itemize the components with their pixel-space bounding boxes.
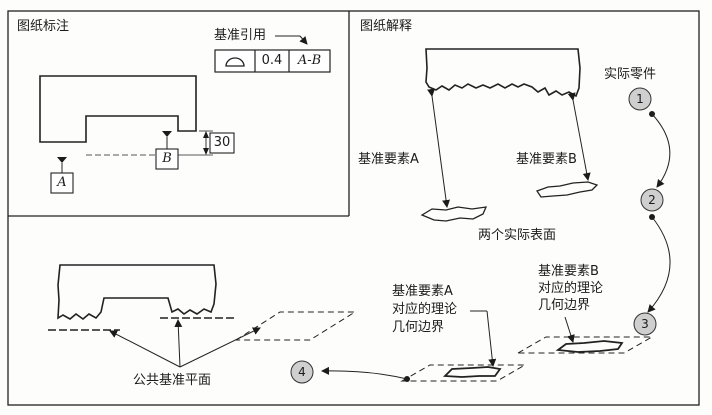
theoretical-b-line1: 基准要素B bbox=[538, 264, 599, 279]
flow-2-to-3 bbox=[647, 216, 671, 313]
step-4-number: 4 bbox=[298, 365, 306, 379]
datum-a-symbol bbox=[50, 157, 74, 194]
theoretical-boundary-a bbox=[400, 364, 527, 382]
step-3-circle bbox=[633, 312, 657, 336]
theoretical-b-line2: 对应的理论 bbox=[538, 281, 604, 296]
actual-surface-a bbox=[420, 206, 488, 222]
theoretical-a-line3: 几何边界 bbox=[392, 320, 445, 335]
callout-part-outline bbox=[39, 75, 197, 143]
profile-of-surface-icon bbox=[225, 57, 245, 67]
step-1-number: 1 bbox=[636, 92, 644, 106]
common-datum-plane-rect bbox=[234, 311, 357, 341]
theoretical-b-line3: 几何边界 bbox=[538, 298, 591, 313]
step-1-circle bbox=[628, 87, 652, 111]
bottom-part-shape bbox=[57, 264, 217, 321]
step-4-circle bbox=[290, 360, 314, 384]
datum-b-double-arrow bbox=[567, 92, 591, 181]
feature-control-frame bbox=[214, 49, 331, 73]
common-datum-plane-label: 公共基准平面 bbox=[133, 373, 212, 388]
flow-1-to-2 bbox=[651, 113, 671, 188]
step-2-number: 2 bbox=[648, 193, 656, 207]
step-3-number: 3 bbox=[641, 317, 649, 331]
theoretical-a-line1: 基准要素A bbox=[392, 284, 453, 299]
datum-feature-a-label: 基准要素A bbox=[358, 152, 419, 167]
callout-panel-title: 图纸标注 bbox=[17, 19, 70, 34]
dimension-value: 30 bbox=[213, 135, 231, 150]
fcf-datum-reference: A-B bbox=[297, 53, 322, 68]
datum-a-letter: A bbox=[57, 175, 67, 190]
dimension-30 bbox=[86, 130, 235, 156]
datum-b-letter: B bbox=[162, 151, 172, 166]
actual-surface-b bbox=[536, 181, 599, 198]
datum-reference-label: 基准引用 bbox=[214, 28, 267, 43]
theoretical-a-line2: 对应的理论 bbox=[392, 302, 458, 317]
datum-a-double-arrow bbox=[427, 88, 451, 208]
outer-frame bbox=[7, 10, 700, 406]
flow-to-4 bbox=[321, 366, 408, 380]
fcf-tolerance-value: 0.4 bbox=[261, 53, 283, 68]
datum-b-symbol bbox=[155, 131, 179, 170]
datum-feature-b-label: 基准要素B bbox=[516, 152, 577, 167]
actual-part-shape bbox=[425, 48, 581, 98]
two-actual-surfaces-label: 两个实际表面 bbox=[478, 228, 557, 243]
actual-part-label: 实际零件 bbox=[604, 67, 657, 82]
step-2-circle bbox=[640, 188, 664, 212]
theoretical-boundary-b bbox=[516, 336, 654, 354]
explanation-panel-title: 图纸解释 bbox=[360, 19, 413, 34]
